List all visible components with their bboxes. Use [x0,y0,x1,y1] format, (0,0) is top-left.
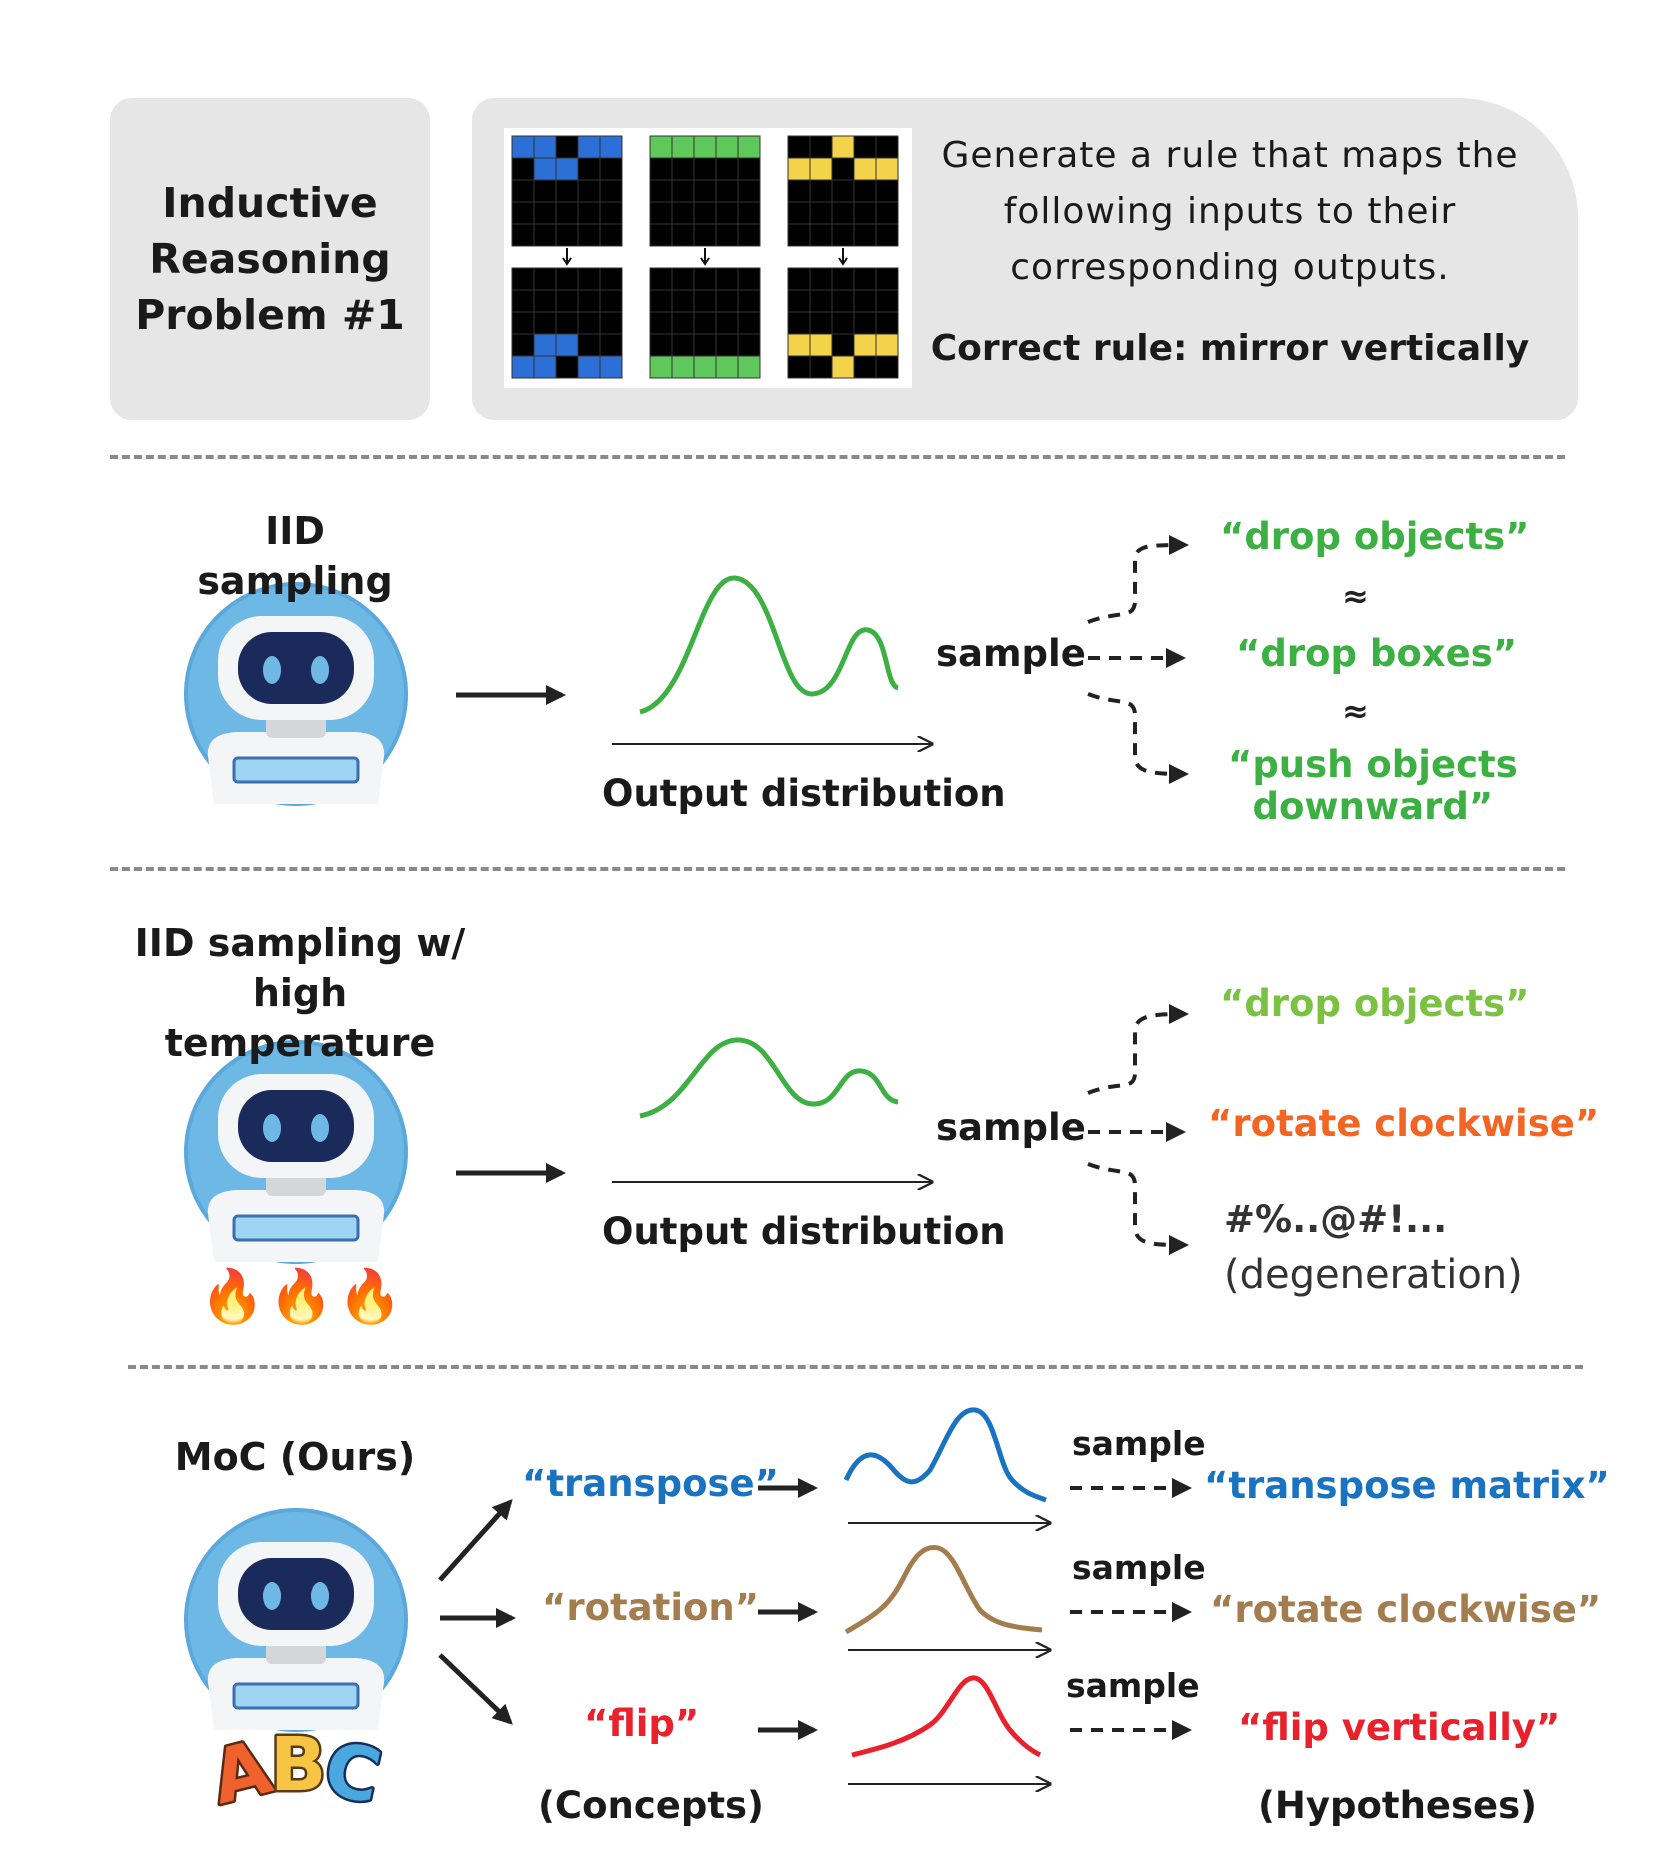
moc-sample-label-2: sample [1072,1548,1206,1587]
moc-section-title: MoC (Ours) [174,1435,416,1479]
grid-cell [599,223,623,247]
hypothesis-transpose: “transpose matrix” [1204,1464,1610,1507]
temp-output-4: (degeneration) [1224,1252,1523,1298]
concepts-caption: (Concepts) [538,1784,764,1827]
iid-section-title: IID sampling [197,509,393,603]
task-instruction: Generate a rule that maps the following … [930,128,1530,296]
grid-transform-arrow [562,248,572,266]
example-grids [504,128,912,388]
moc-sample-label-1: sample [1072,1424,1206,1463]
temp-output-2: “rotate clockwise” [1208,1102,1600,1145]
task-line-1: Generate a rule that maps the [941,135,1519,176]
temp-distribution-label: Output distribution [602,1210,1006,1253]
concept-transpose: “transpose” [522,1462,779,1505]
robot-icon-moc [184,1508,408,1732]
grid-cell [875,223,899,247]
distribution-curve-iid [639,575,900,715]
divider-2 [110,867,1565,871]
abc-sticker: A B C [201,1720,391,1824]
temp-title-line-1: IID sampling w/ [134,921,466,965]
abc-letter-b: B [270,1722,326,1808]
title-line-1: Inductive [162,179,378,227]
grid-transform-arrow [838,248,848,266]
hypotheses-caption: (Hypotheses) [1258,1784,1538,1827]
temp-sample-label: sample [936,1106,1086,1149]
title-line-2: Reasoning [149,235,391,283]
iid-approx-2: ≈ [1342,692,1369,730]
sample-arrow-iid-3 [1087,692,1189,784]
robot-icon-temp [184,1040,408,1264]
concept-flip: “flip” [584,1702,700,1745]
grid-cell [737,355,761,379]
problem-title: Inductive Reasoning Problem #1 [135,175,405,343]
hypothesis-flip: “flip vertically” [1238,1706,1561,1749]
grid-cell [875,355,899,379]
hypothesis-rotation: “rotate clockwise” [1210,1588,1602,1631]
distribution-curve-temp [639,1037,899,1119]
correct-rule: Correct rule: mirror vertically [930,328,1530,369]
concept-rotation: “rotation” [542,1586,760,1629]
task-line-2: following inputs to their [1003,191,1457,232]
title-line-3: Problem #1 [135,291,405,339]
sample-arrow-temp-3 [1087,1162,1189,1255]
iid-output-1: “drop objects” [1220,515,1530,558]
iid-output-2: “drop boxes” [1236,632,1518,675]
abc-letter-c: C [317,1725,388,1820]
moc-sample-label-3: sample [1066,1666,1200,1705]
sample-arrow-temp-1 [1087,1004,1189,1095]
problem-title-panel: Inductive Reasoning Problem #1 [110,98,430,420]
divider-1 [110,455,1565,459]
grid-cell [737,223,761,247]
distribution-curve-rotation [844,1544,1043,1635]
sample-arrow-iid-1 [1087,535,1189,624]
branch-arrow-flip [438,1653,513,1725]
grid-transform-arrow [700,248,710,266]
grid-cell [599,355,623,379]
iid-output-3-line-1: “push objects [1228,743,1518,786]
iid-distribution-label: Output distribution [602,772,1006,815]
abc-letter-a: A [203,1724,279,1821]
task-line-3: corresponding outputs. [1010,247,1450,288]
distribution-curve-flip [851,1675,1042,1758]
distribution-curve-transpose [843,1407,1047,1503]
temp-section-title: IID sampling w/ high temperature [120,918,480,1068]
iid-output-3-line-2: downward” [1252,785,1494,828]
iid-sample-label: sample [936,632,1086,675]
temp-title-line-2: high temperature [164,971,436,1065]
grids-svg [511,135,899,379]
divider-3 [128,1365,1583,1369]
robot-icon-iid [184,582,408,806]
branch-arrow-transpose [438,1499,513,1582]
iid-output-3: “push objects downward” [1228,744,1518,828]
temp-output-3: #%..@#!... [1224,1198,1448,1241]
temp-output-1: “drop objects” [1220,982,1530,1025]
iid-approx-1: ≈ [1342,577,1369,615]
fire-icons: 🔥🔥🔥 [200,1267,407,1327]
